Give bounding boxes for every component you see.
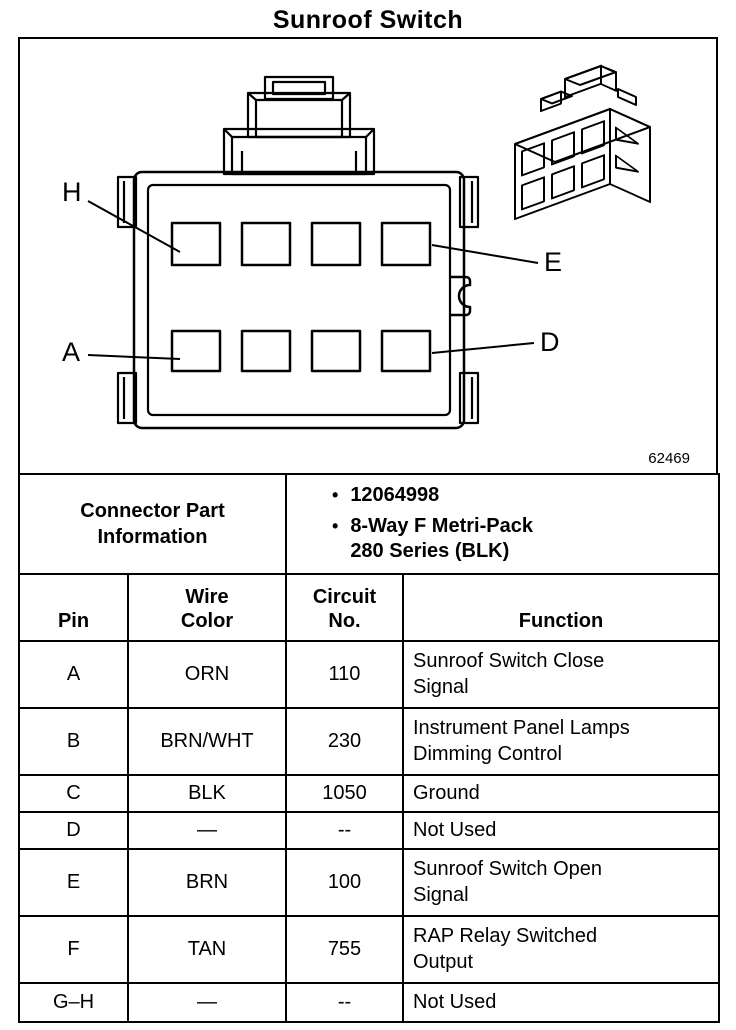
wire-color: BRN/WHT [127, 706, 287, 776]
column-header-wire-color: Wire Color [127, 572, 287, 642]
pin-value: C [18, 773, 129, 813]
pin-cavity [170, 329, 222, 373]
pin-function: RAP Relay Switched Output [402, 914, 720, 984]
pin-cavity [240, 221, 292, 267]
column-header-pin: Pin [18, 572, 129, 642]
wire-color: ORN [127, 639, 287, 709]
connector-isometric-view [514, 64, 651, 221]
connector-diagram: H A E D [62, 64, 651, 430]
column-header-function: Function [402, 572, 720, 642]
shell-inner-outline [146, 183, 452, 417]
table-row: D — -- Not Used [18, 810, 720, 850]
figure-number: 62469 [648, 450, 690, 467]
latch-tower [222, 75, 376, 176]
pin-cavity [310, 221, 362, 267]
table-row: B BRN/WHT 230 Instrument Panel Lamps Dim… [18, 706, 720, 776]
part-number: 12064998 [350, 483, 440, 506]
connector-type-item: • 8-Way F Metri-Pack 280 Series (BLK) [332, 514, 717, 564]
circuit-number: -- [285, 981, 404, 1023]
circuit-number: 755 [285, 914, 404, 984]
pin-cavity [170, 221, 222, 267]
leader-line-e [431, 244, 539, 264]
leader-lines [87, 200, 539, 360]
bullet-icon: • [332, 484, 339, 505]
part-info-row: Connector Part Information • 12064998 • … [18, 472, 720, 575]
wire-color: TAN [127, 914, 287, 984]
table-row: E BRN 100 Sunroof Switch Open Signal [18, 847, 720, 917]
column-header-circuit-no: Circuit No. [285, 572, 404, 642]
pin-value: E [18, 847, 129, 917]
pin-cavity [310, 329, 362, 373]
circuit-number: 100 [285, 847, 404, 917]
pin-cavities-bottom-row [170, 329, 432, 373]
keying-notch [450, 275, 472, 317]
pin-label-a: A [62, 337, 80, 367]
table-header-row: Pin Wire Color Circuit No. Function [18, 572, 720, 642]
pin-function: Not Used [402, 810, 720, 850]
bullet-icon: • [332, 516, 339, 537]
connector-diagram-box: H A E D [18, 37, 718, 475]
table-row: C BLK 1050 Ground [18, 773, 720, 813]
pin-function: Ground [402, 773, 720, 813]
connector-document: H A E D [18, 37, 720, 1023]
table-row: G–H — -- Not Used [18, 981, 720, 1023]
circuit-number: 1050 [285, 773, 404, 813]
pin-function: Not Used [402, 981, 720, 1023]
pin-function: Sunroof Switch Open Signal [402, 847, 720, 917]
circuit-number: -- [285, 810, 404, 850]
wire-color: — [127, 981, 287, 1023]
connector-pinout-table: Connector Part Information • 12064998 • … [18, 472, 720, 1023]
shell-outer-outline [132, 170, 466, 430]
wire-color: — [127, 810, 287, 850]
pin-label-d: D [540, 327, 560, 357]
pin-cavity [380, 329, 432, 373]
leader-line-d [431, 342, 535, 354]
pin-function: Instrument Panel Lamps Dimming Control [402, 706, 720, 776]
pin-value: F [18, 914, 129, 984]
circuit-number: 230 [285, 706, 404, 776]
pin-value: A [18, 639, 129, 709]
isometric-latch-tabs [540, 64, 637, 113]
leader-line-h [87, 200, 181, 253]
part-number-item: • 12064998 [332, 483, 717, 508]
wire-color: BLK [127, 773, 287, 813]
pin-cavity [240, 329, 292, 373]
pin-label-e: E [544, 247, 562, 277]
pin-cavity [380, 221, 432, 267]
connector-front-view [116, 75, 480, 430]
pin-value: G–H [18, 981, 129, 1023]
wire-color: BRN [127, 847, 287, 917]
pin-function: Sunroof Switch Close Signal [402, 639, 720, 709]
connector-ear-tabs [116, 175, 480, 425]
part-info-label: Connector Part Information [18, 472, 287, 575]
pin-label-h: H [62, 177, 82, 207]
pin-cavities-top-row [170, 221, 432, 267]
connector-type: 8-Way F Metri-Pack 280 Series (BLK) [350, 515, 533, 563]
table-row: A ORN 110 Sunroof Switch Close Signal [18, 639, 720, 709]
pin-letter-labels: H A E D [62, 177, 562, 367]
pin-value: B [18, 706, 129, 776]
page-title: Sunroof Switch [272, 6, 464, 34]
part-info-values: • 12064998 • 8-Way F Metri-Pack 280 Seri… [285, 472, 720, 575]
circuit-number: 110 [285, 639, 404, 709]
table-row: F TAN 755 RAP Relay Switched Output [18, 914, 720, 984]
leader-line-a [87, 354, 181, 360]
pin-value: D [18, 810, 129, 850]
